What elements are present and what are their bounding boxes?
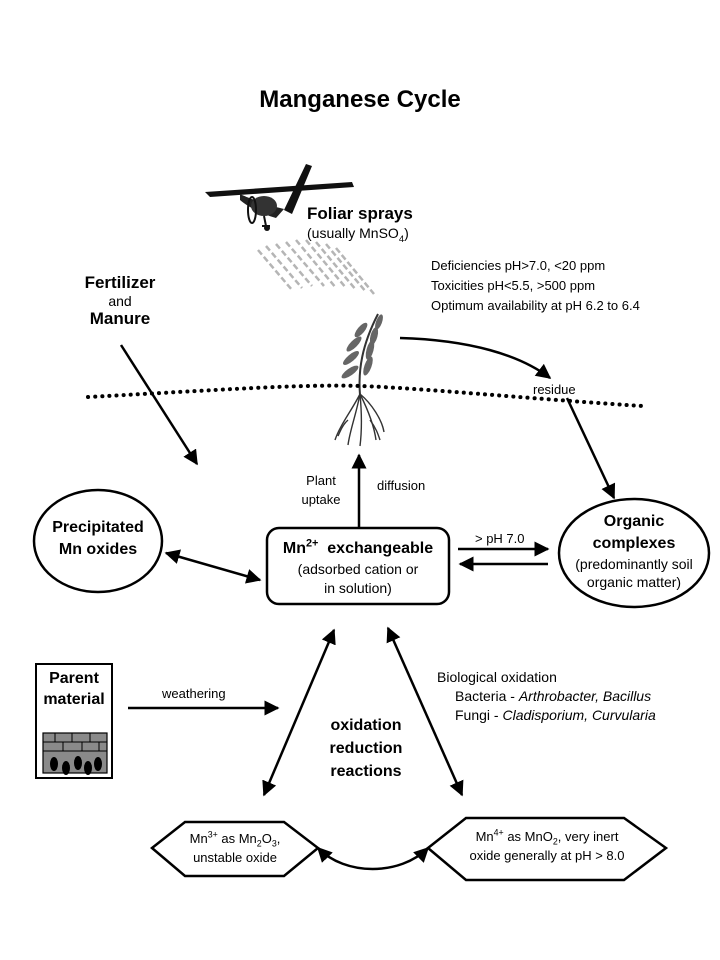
toxicities-text: Toxicities pH<5.5, >500 ppm (431, 278, 596, 293)
rock-icon (42, 732, 108, 775)
redox-line2: reduction (329, 740, 403, 757)
precipitated-line2: Mn oxides (58, 541, 138, 558)
page-title: Manganese Cycle (259, 86, 461, 113)
bio-title: Biological oxidation (437, 669, 557, 685)
mn3-as: as Mn (217, 831, 257, 846)
parent-material-label: Parent material (36, 668, 112, 710)
fertilizer-line2: and (108, 293, 132, 309)
spray-streaks (257, 239, 375, 295)
fertilizer-line3: Manure (89, 309, 151, 328)
plant-uptake-line2: uptake (301, 492, 341, 507)
deficiencies-text: Deficiencies pH>7.0, <20 ppm (431, 258, 606, 273)
mn3-exchange-arrow (262, 628, 336, 797)
precipitated-ellipse (32, 488, 164, 594)
plant-uptake-line1: Plant (306, 473, 336, 488)
exchangeable-line3: in solution) (324, 580, 392, 596)
redox-line3: reactions (330, 763, 402, 780)
exchangeable-box (265, 526, 451, 606)
exchangeable-line2: (adsorbed cation or (297, 561, 419, 577)
mn4-as: as MnO (503, 829, 553, 844)
biological-oxidation: Biological oxidation Bacteria - Arthroba… (437, 668, 656, 725)
redox-label: oxidation reduction reactions (306, 714, 426, 783)
mn4-line2: oxide generally at pH > 8.0 (469, 848, 625, 863)
fertilizer-arrow (119, 344, 199, 466)
weathering-label: weathering (162, 686, 226, 701)
parent-line2: material (43, 691, 105, 708)
organic-ellipse (557, 497, 711, 609)
mn4-mn: Mn (475, 829, 494, 844)
bio-bacteria-label: Bacteria - (455, 688, 519, 704)
bio-bacteria: Bacteria - Arthrobacter, Bacillus (437, 687, 656, 706)
precipitated-line1: Precipitated (52, 519, 144, 536)
diffusion-label: diffusion (377, 478, 426, 493)
fertilizer-line1: Fertilizer (84, 273, 156, 292)
residue-label: residue (533, 382, 576, 397)
mn4-rest: , very inert (557, 829, 619, 844)
bio-bacteria-names: Arthrobacter, Bacillus (518, 688, 652, 704)
bio-fungi-label: Fungi - (455, 707, 503, 723)
foliar-detail: (usually MnSO4) (307, 225, 409, 244)
mn4-charge: 4+ (493, 827, 504, 838)
mn4-label: Mn4+ as MnO2, very inert oxide generally… (428, 827, 666, 865)
plant-icon (334, 313, 385, 447)
mn4-hexagon (426, 816, 669, 882)
mn3-comma: , (276, 831, 281, 846)
mn3-line1: Mn3+ as Mn2O3, (152, 829, 318, 848)
mn3-charge: 3+ (207, 829, 218, 840)
residue-arrow (399, 336, 552, 379)
availability-notes: Deficiencies pH>7.0, <20 ppm Toxicities … (431, 256, 640, 316)
redox-line1: oxidation (330, 717, 402, 734)
fertilizer-label: Fertilizer and Manure (60, 273, 180, 329)
exchangeable-charge: 2+ (305, 537, 319, 550)
exchangeable-title: Mn2+ exchangeable (267, 538, 449, 560)
mn3-o: O (261, 831, 272, 846)
organic-label: Organic complexes (predominantly soil or… (561, 511, 707, 591)
mn3-hexagon (150, 820, 321, 878)
mn4-exchange-arrow (386, 626, 464, 797)
exchangeable-mn: Mn (282, 540, 306, 557)
mn3-line2: unstable oxide (193, 850, 277, 865)
mn3-sub2: 3 (271, 838, 277, 849)
precipitated-exchange-arrow (164, 549, 262, 584)
mn3-mn4-arrow (316, 846, 430, 871)
residue-to-organic-arrow (565, 397, 616, 500)
optimum-text: Optimum availability at pH 6.2 to 6.4 (431, 298, 640, 313)
mn4-line1: Mn4+ as MnO2, very inert (428, 827, 666, 846)
mn3-mn: Mn (189, 831, 208, 846)
mn3-sub1: 2 (256, 838, 262, 849)
organic-line2: complexes (592, 535, 676, 552)
foliar-detail-prefix: (usually MnSO (307, 225, 399, 241)
soil-surface-line (86, 383, 644, 408)
mn3-label: Mn3+ as Mn2O3, unstable oxide (152, 829, 318, 867)
plant-uptake-label: Plant uptake (290, 471, 352, 509)
organic-line3: (predominantly soil (575, 556, 693, 572)
airplane-icon (205, 164, 354, 231)
parent-line1: Parent (49, 670, 99, 687)
exchangeable-label: Mn2+ exchangeable (adsorbed cation or in… (267, 538, 449, 598)
foliar-detail-sub: 4 (398, 233, 405, 245)
ph-arrow-label: > pH 7.0 (475, 531, 525, 546)
bio-fungi: Fungi - Cladisporium, Curvularia (437, 706, 656, 725)
mn4-sub1: 2 (552, 836, 558, 847)
precipitated-label: Precipitated Mn oxides (34, 517, 162, 561)
foliar-detail-suffix: ) (404, 225, 409, 241)
organic-line1: Organic (603, 513, 665, 530)
exchangeable-word: exchangeable (327, 540, 434, 557)
foliar-title: Foliar sprays (307, 204, 413, 223)
bio-fungi-names: Cladisporium, Curvularia (502, 707, 656, 723)
organic-line4: organic matter) (586, 574, 682, 590)
